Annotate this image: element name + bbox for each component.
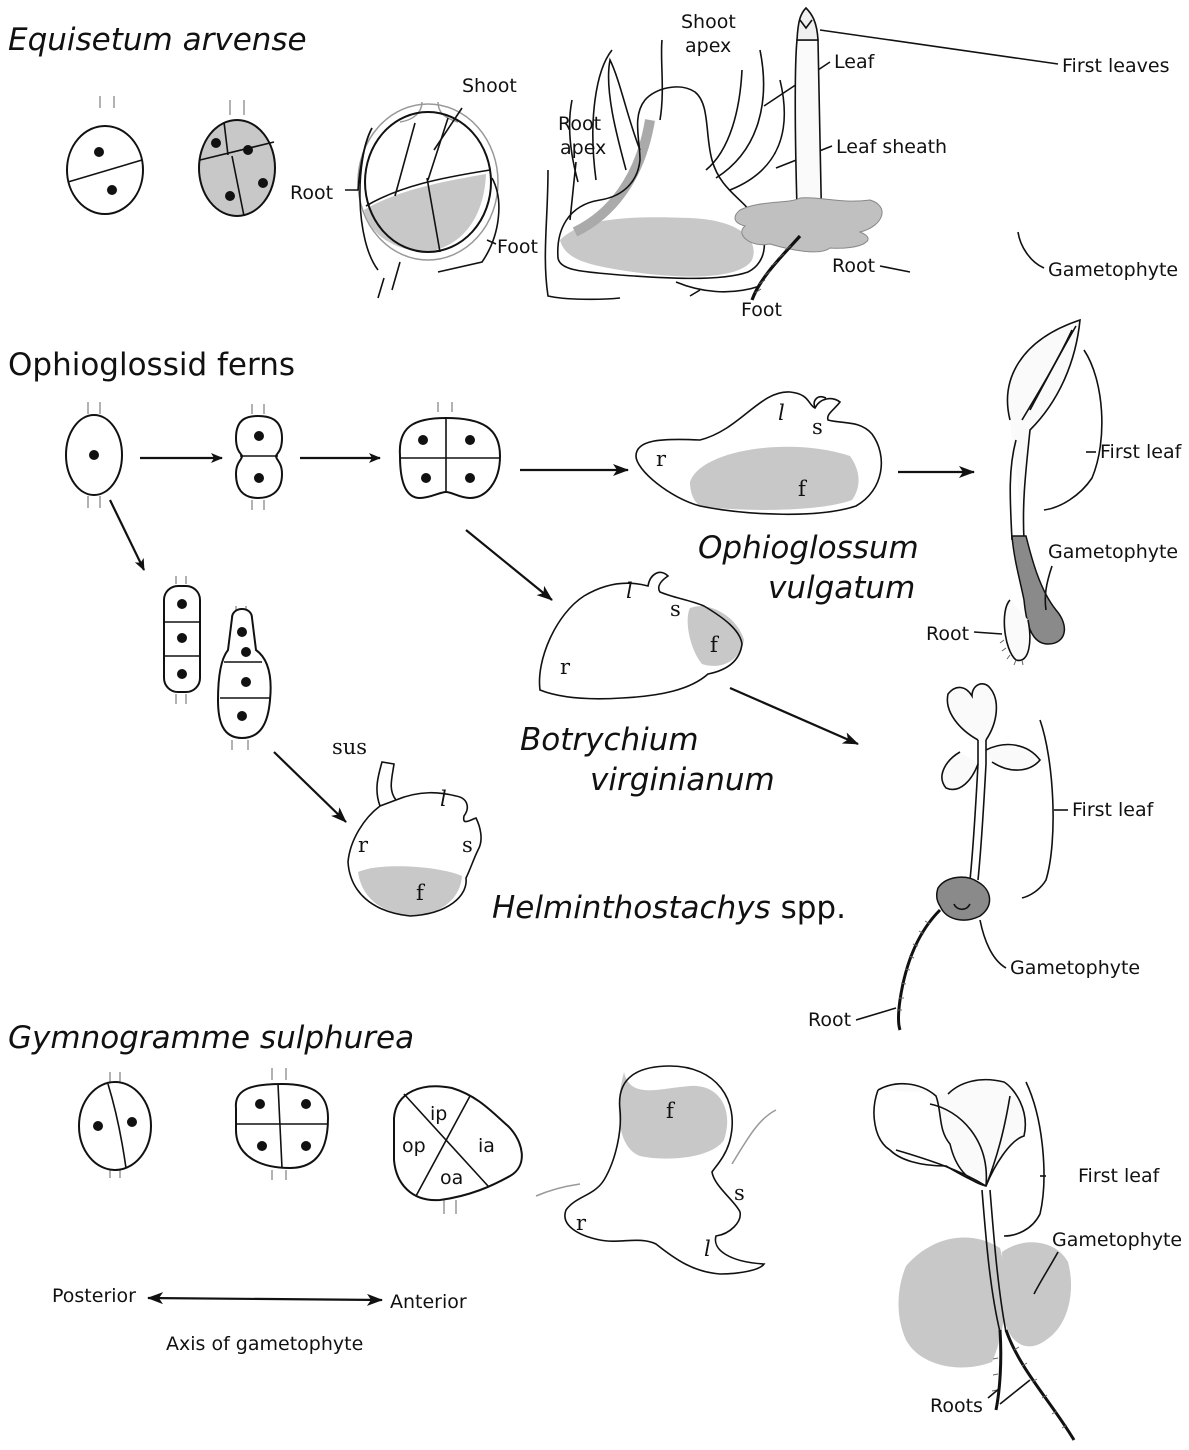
quadrant-oa: oa <box>440 1167 463 1189</box>
label-shoot-apex-2: apex <box>685 35 731 57</box>
label-posterior: Posterior <box>52 1285 136 1307</box>
botrychium-letter-s: s <box>670 597 681 621</box>
section-title-ophioglossid: Ophioglossid ferns <box>8 347 295 383</box>
helminthostachys-suffix: spp. <box>771 890 846 926</box>
quadrant-op: op <box>402 1135 426 1157</box>
botrychium-leaf-bracket <box>1022 720 1053 898</box>
label-first-leaf-2: First leaf <box>1072 799 1155 821</box>
label-shoot: Shoot <box>462 75 517 97</box>
ophioglossid-2cell <box>236 404 282 510</box>
label-first-leaf-1: First leaf <box>1100 441 1183 463</box>
helminthostachys-letter-sus: sus <box>332 735 367 759</box>
gymnogramme-letter-l: l <box>704 1237 711 1261</box>
label-shoot-apex-1: Shoot <box>681 11 736 33</box>
gymnogramme-letter-s: s <box>734 1181 745 1205</box>
equisetum-stage-embryo <box>345 102 499 298</box>
ophioglossum-epithet: vulgatum <box>768 570 915 606</box>
arrow-5 <box>466 530 552 600</box>
ophioglossum-genus: Ophioglossum <box>698 530 919 566</box>
botrychium-genus: Botrychium <box>520 722 699 758</box>
label-roots: Roots <box>930 1395 983 1417</box>
ophioglossum-embryo <box>636 392 881 514</box>
label-root-apex-1: Root <box>558 113 601 135</box>
label-root-4: Root <box>808 1009 851 1031</box>
helminthostachys-name: Helminthostachys spp. <box>492 890 846 926</box>
label-gametophyte-2: Gametophyte <box>1048 541 1178 563</box>
label-root: Root <box>290 182 333 204</box>
helminthostachys-letter-s: s <box>462 833 473 857</box>
label-first-leaf-3: First leaf <box>1078 1165 1161 1187</box>
ophioglossid-zygote <box>66 402 122 508</box>
gymnogramme-4cell <box>236 1068 328 1180</box>
label-first-leaves: First leaves <box>1062 55 1169 77</box>
helminthostachys-filament-1 <box>164 576 200 704</box>
helminthostachys-filament-2 <box>218 606 271 750</box>
label-foot-2: Foot <box>741 299 782 321</box>
gymnogramme-embryo <box>536 1066 776 1274</box>
section-title-gymnogramme: Gymnogramme sulphurea <box>8 1020 414 1056</box>
equisetum-stage-2cell <box>67 96 143 214</box>
ophioglossum-letter-r: r <box>656 447 667 471</box>
botrychium-epithet: virginianum <box>590 762 775 798</box>
ophioglossid-4cell <box>400 402 500 498</box>
quadrant-ip: ip <box>430 1103 447 1125</box>
label-gametophyte-1: Gametophyte <box>1048 259 1178 281</box>
label-leaf: Leaf <box>834 51 876 73</box>
arrow-7 <box>110 500 144 570</box>
label-axis-of-gametophyte: Axis of gametophyte <box>166 1333 363 1355</box>
label-anterior: Anterior <box>390 1291 467 1313</box>
arrow-6 <box>730 688 858 744</box>
arrow-8 <box>274 752 346 822</box>
gymnogramme-letter-r: r <box>576 1211 587 1235</box>
label-leaf-sheath: Leaf sheath <box>836 136 947 158</box>
quadrant-ia: ia <box>478 1135 495 1157</box>
gymnogramme-plant <box>874 1080 1074 1440</box>
ophioglossum-plant <box>1000 320 1080 665</box>
botrychium-letter-r: r <box>560 655 571 679</box>
equisetum-stage-4cell <box>199 100 275 216</box>
botrychium-letter-l: l <box>626 579 633 603</box>
axis-arrow <box>148 1298 382 1300</box>
label-gametophyte-4: Gametophyte <box>1052 1229 1182 1251</box>
section-title-equisetum: Equisetum arvense <box>8 22 307 58</box>
helminthostachys-genus: Helminthostachys <box>492 890 771 926</box>
helminthostachys-letter-l: l <box>440 787 447 811</box>
label-root-apex-2: apex <box>560 137 606 159</box>
label-gametophyte-3: Gametophyte <box>1010 957 1140 979</box>
label-foot: Foot <box>497 236 538 258</box>
label-root-2: Root <box>832 255 875 277</box>
helminthostachys-letter-r: r <box>358 833 369 857</box>
ophioglossum-letter-s: s <box>812 415 823 439</box>
label-root-3: Root <box>926 623 969 645</box>
equisetum-stage-leafy-embryo <box>545 40 784 299</box>
ophioglossum-letter-l: l <box>778 401 785 425</box>
gymnogramme-2cell <box>79 1072 151 1178</box>
